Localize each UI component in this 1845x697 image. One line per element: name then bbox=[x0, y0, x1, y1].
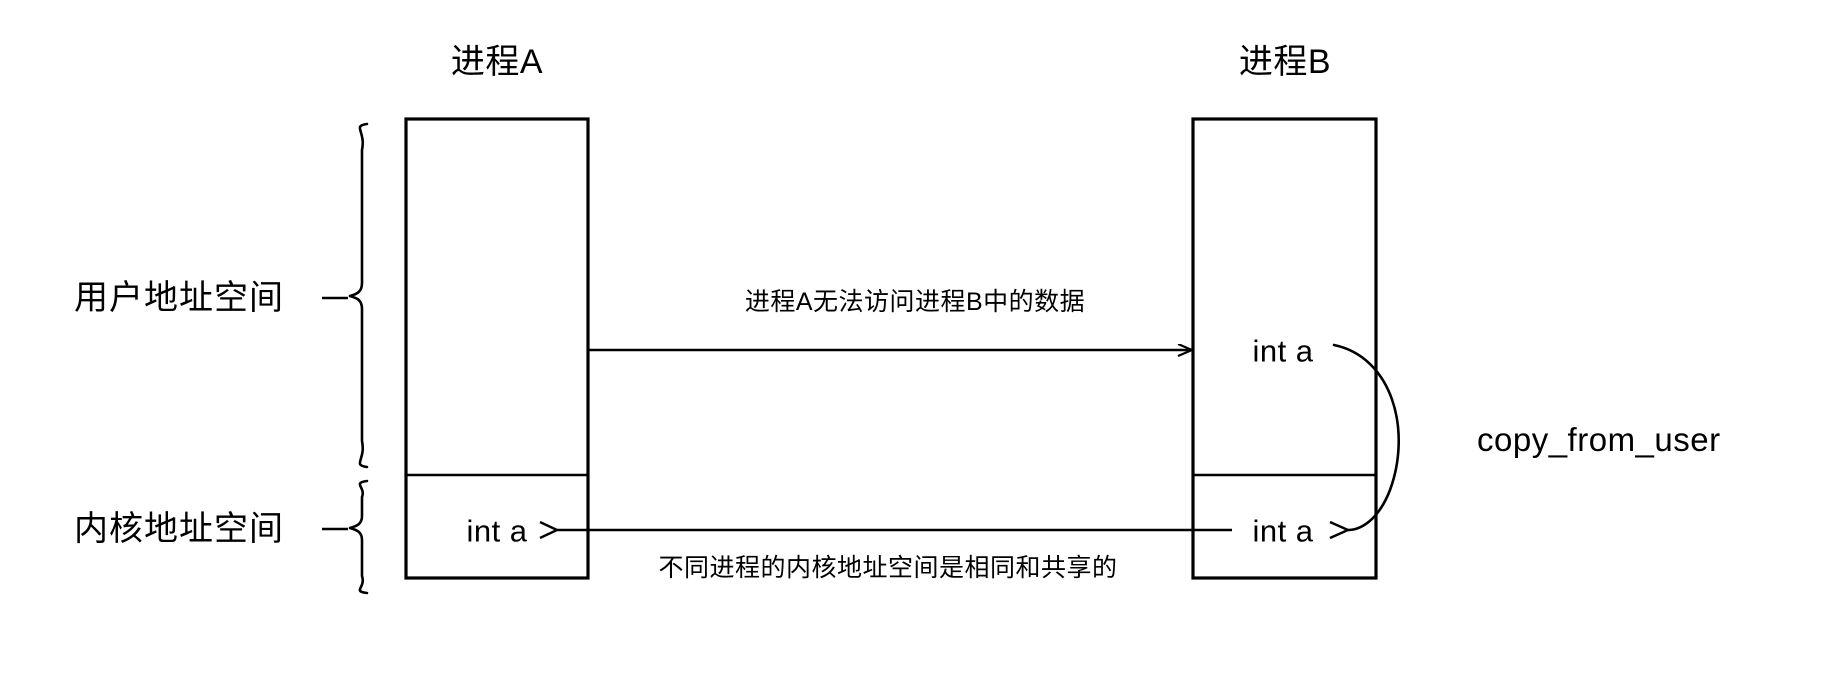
process-b-title: 进程B bbox=[1238, 43, 1332, 81]
kernel-space-brace bbox=[348, 479, 369, 595]
process-a-box bbox=[404, 117, 590, 580]
process-b-user-variable: int a bbox=[1252, 333, 1314, 369]
no-access-annotation: 进程A无法访问进程B中的数据 bbox=[744, 288, 1086, 316]
copy-from-user-label: copy_from_user bbox=[1477, 421, 1721, 458]
process-b-memory-block bbox=[1191, 117, 1378, 580]
process-b-box bbox=[1191, 117, 1378, 580]
copy-from-user-arrow bbox=[1329, 343, 1401, 540]
user-space-label: 用户地址空间 bbox=[74, 279, 284, 317]
process-a-title: 进程A bbox=[450, 43, 544, 81]
process-b-kernel-variable: int a bbox=[1252, 513, 1314, 549]
kernel-space-label: 内核地址空间 bbox=[74, 510, 284, 548]
user-space-brace bbox=[348, 122, 369, 469]
process-a-kernel-variable: int a bbox=[466, 513, 528, 549]
shared-kernel-annotation: 不同进程的内核地址空间是相同和共享的 bbox=[658, 554, 1118, 582]
process-a-memory-block bbox=[404, 117, 590, 580]
